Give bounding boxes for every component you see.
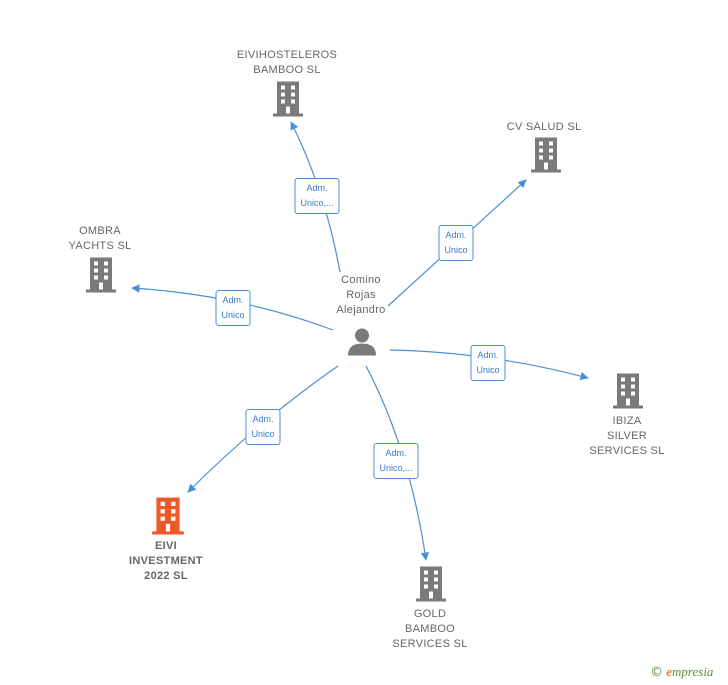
node-label-eivihosteleros: EIVIHOSTELEROS BAMBOO SL	[236, 49, 338, 76]
center-label: Comino Rojas Alejandro	[336, 274, 386, 316]
edge-label-ombra[interactable]: Adm. Unico	[215, 290, 251, 326]
node-label-ombra: OMBRA YACHTS SL	[68, 225, 132, 252]
building-icon[interactable]	[531, 137, 561, 178]
node-label-eivi-investment: EIVI INVESTMENT 2022 SL	[129, 540, 203, 582]
edge-label-cv-salud[interactable]: Adm. Unico	[438, 225, 474, 261]
building-icon[interactable]	[86, 257, 116, 298]
edge-label-gold-bamboo[interactable]: Adm. Unico,...	[373, 443, 419, 479]
node-label-ibiza: IBIZA SILVER SERVICES SL	[589, 415, 665, 457]
building-icon[interactable]	[613, 373, 643, 414]
empresia-logo: © empresia	[650, 664, 714, 680]
edge-label-eivi-investment[interactable]: Adm. Unico	[245, 409, 281, 445]
person-icon[interactable]	[347, 327, 377, 362]
building-icon[interactable]	[152, 497, 184, 540]
node-label-cv-salud: CV SALUD SL	[506, 121, 582, 133]
building-icon[interactable]	[273, 81, 303, 122]
edge-label-eivihosteleros[interactable]: Adm. Unico,...	[294, 178, 340, 214]
building-icon[interactable]	[416, 566, 446, 607]
edge-label-ibiza[interactable]: Adm. Unico	[470, 345, 506, 381]
node-label-gold-bamboo: GOLD BAMBOO SERVICES SL	[392, 608, 468, 650]
